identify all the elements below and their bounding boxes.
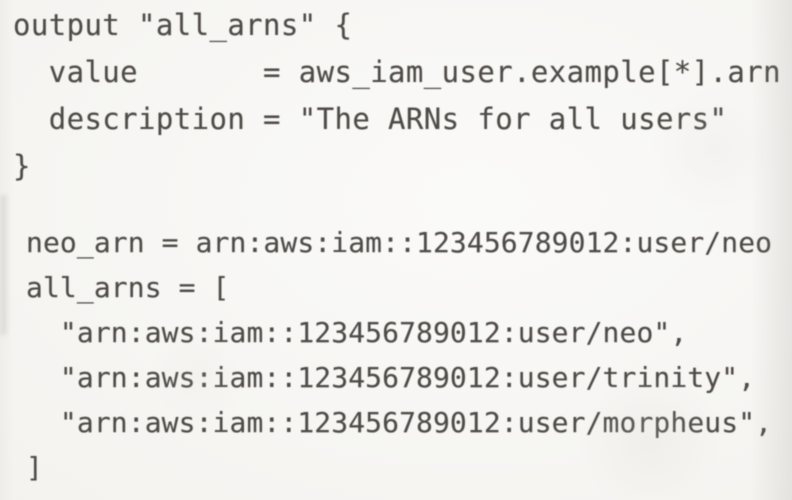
terraform-apply-result-block: neo_arn = arn:aws:iam::123456789012:user… [26,220,792,490]
output-line: all_arns = [ [26,271,230,304]
output-line: "arn:aws:iam::123456789012:user/trinity"… [26,361,756,394]
code-line: output "all_arns" { [13,8,353,42]
code-line: } [13,149,31,183]
output-line: ] [26,451,43,484]
output-line: neo_arn = arn:aws:iam::123456789012:user… [26,226,773,259]
output-line: "arn:aws:iam::123456789012:user/morpheus… [26,406,773,439]
output-line: "arn:aws:iam::123456789012:user/neo", [26,316,688,349]
terraform-output-code-block: output "all_arns" { value = aws_iam_user… [13,2,792,190]
code-line: description = "The ARNs for all users" [13,102,728,136]
code-line: value = aws_iam_user.example[*].arn [13,55,781,89]
